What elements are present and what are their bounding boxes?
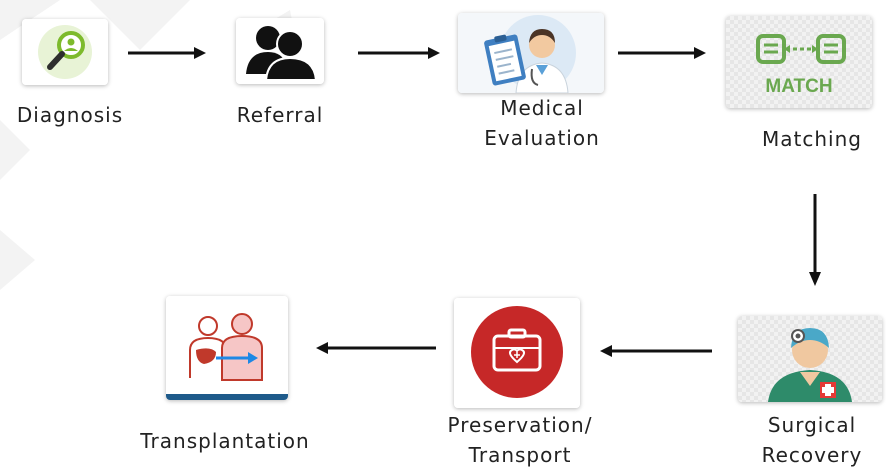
preservation-transport-label: Preservation/ Transport (447, 413, 593, 467)
arrow-recovery-to-preservation (598, 344, 714, 358)
doctor-clipboard-icon (458, 13, 604, 93)
diagnosis-label: Diagnosis (16, 103, 124, 127)
match-icon (726, 16, 872, 108)
match-icon-text: MATCH (765, 76, 833, 97)
matching-label: Matching (762, 127, 862, 151)
magnifier-person-icon (22, 19, 108, 85)
organ-transfer-icon (166, 296, 288, 400)
people-icon (236, 18, 324, 84)
arrow-diagnosis-to-referral (128, 46, 208, 60)
surgical-recovery-icon-box (738, 316, 882, 402)
surgeon-icon (738, 316, 882, 402)
referral-label: Referral (236, 103, 324, 127)
arrow-matching-to-recovery (807, 194, 823, 288)
transplantation-icon-box (166, 296, 288, 400)
referral-icon-box (236, 18, 324, 84)
matching-icon-box: MATCH (726, 16, 872, 108)
diagnosis-icon-box (22, 19, 108, 85)
arrow-preservation-to-transplantation (314, 341, 438, 355)
transplantation-label: Transplantation (140, 429, 310, 453)
arrow-evaluation-to-matching (618, 46, 708, 60)
medical-evaluation-icon-box (458, 13, 604, 93)
arrow-referral-to-evaluation (358, 46, 442, 60)
surgical-recovery-label: Surgical Recovery (761, 413, 863, 467)
medical-case-icon (454, 298, 580, 408)
preservation-transport-icon-box (454, 298, 580, 408)
medical-evaluation-label: Medical Evaluation (484, 96, 600, 150)
